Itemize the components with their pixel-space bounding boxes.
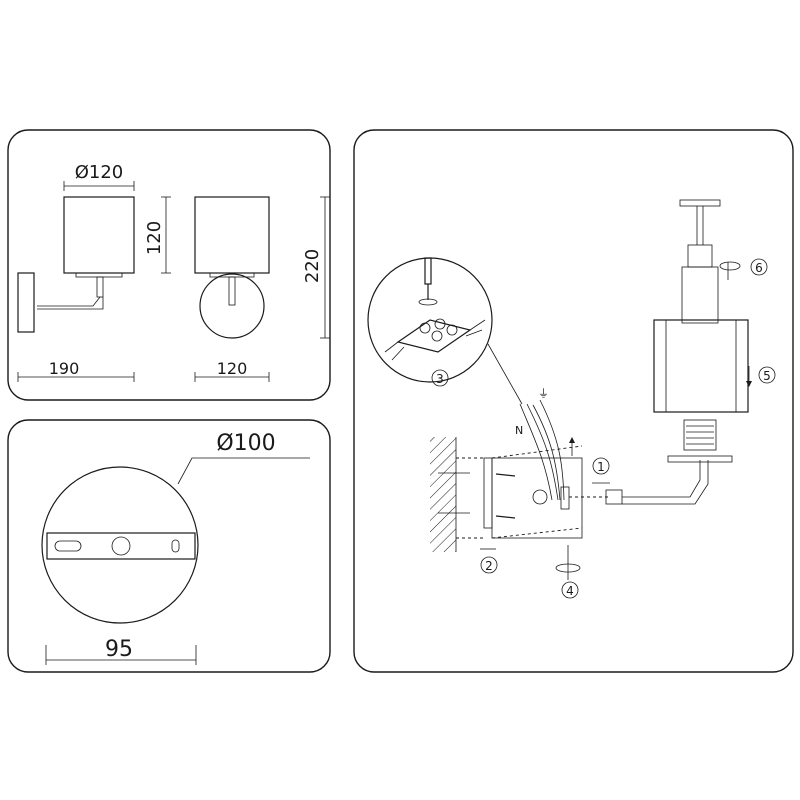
shade-height-dimension: 120 — [144, 196, 171, 274]
neutral-wire-label: N — [515, 424, 523, 437]
wall-plate — [456, 445, 610, 539]
projection-dimension: 190 — [17, 359, 135, 382]
mounting-bracket — [46, 532, 196, 560]
wires: N ⏚ — [515, 387, 565, 501]
mounting-plate-panel: Ø100 95 — [7, 419, 331, 673]
slot-hole-left — [54, 540, 82, 552]
shade-height-label: 120 — [144, 221, 165, 255]
assembly-panel: N ⏚ 3 — [353, 129, 794, 673]
total-height-dimension: 220 — [302, 196, 330, 339]
base-diameter-label: Ø100 — [216, 431, 275, 456]
earth-symbol: ⏚ — [538, 387, 549, 400]
lamp-arm — [605, 455, 733, 505]
slot-hole-right — [171, 539, 180, 553]
front-width-dimension: 120 — [194, 359, 270, 382]
terminal-block-detail: 3 — [367, 257, 523, 405]
projection-label: 190 — [49, 359, 80, 378]
step-2-label: 2 — [485, 559, 493, 573]
shade-diameter-dimension: Ø120 — [63, 162, 135, 191]
center-hole — [111, 536, 131, 556]
lamp-shade-assembly — [653, 199, 749, 451]
total-height-label: 220 — [302, 249, 323, 283]
dimensions-panel: Ø120 120 220 190 120 — [7, 129, 331, 401]
step-1-label: 1 — [597, 460, 605, 474]
step-3-label: 3 — [436, 372, 444, 386]
shade-diameter-label: Ø120 — [75, 162, 124, 183]
front-view — [194, 196, 270, 339]
step-6-label: 6 — [755, 261, 763, 275]
step-markers: 5 6 1 2 4 — [480, 258, 776, 599]
wall-section — [430, 437, 470, 552]
step-5-label: 5 — [763, 369, 771, 383]
hole-spacing-label: 95 — [105, 637, 133, 662]
front-width-label: 120 — [217, 359, 248, 378]
step-4-label: 4 — [566, 584, 574, 598]
side-view — [17, 196, 135, 333]
